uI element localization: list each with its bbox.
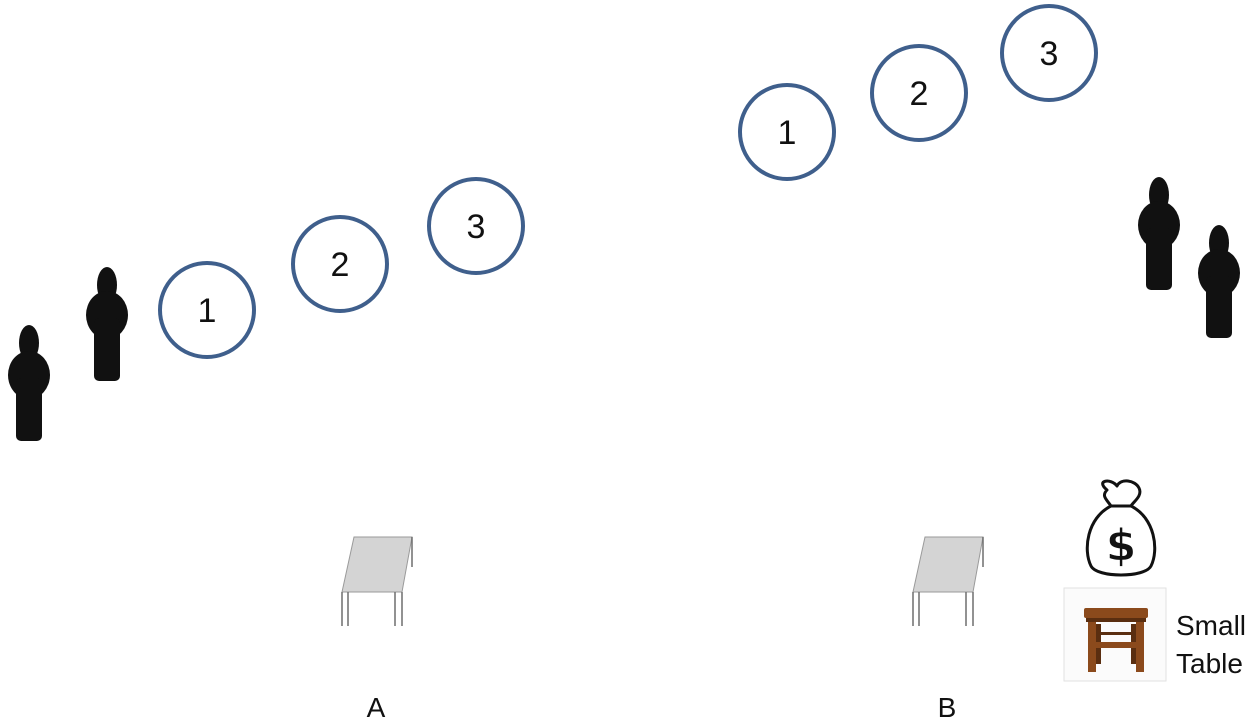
money-bag-icon: $ bbox=[1085, 479, 1157, 577]
spot-circle-1: 1 bbox=[738, 83, 836, 181]
scene-b: 1 2 3 bbox=[738, 4, 1246, 723]
spot-number: 2 bbox=[910, 75, 929, 113]
stool-icon bbox=[1063, 587, 1167, 682]
scene-label-a: A bbox=[367, 692, 386, 723]
spot-circle-1: 1 bbox=[158, 261, 256, 359]
person-silhouette-icon bbox=[1198, 225, 1240, 338]
spot-number: 2 bbox=[331, 246, 350, 284]
small-table-label-line1: Small bbox=[1176, 610, 1246, 641]
person-silhouette-icon bbox=[8, 325, 50, 441]
spot-circle-3: 3 bbox=[427, 177, 525, 275]
spot-circle-2: 2 bbox=[870, 44, 968, 142]
person-silhouette-icon bbox=[86, 267, 128, 381]
small-table-label-line2: Table bbox=[1176, 648, 1243, 679]
table-icon bbox=[341, 536, 413, 626]
spot-number: 3 bbox=[467, 208, 486, 246]
spot-circle-2: 2 bbox=[291, 215, 389, 313]
spot-circle-3: 3 bbox=[1000, 4, 1098, 102]
table-icon bbox=[912, 536, 984, 626]
scene-label-b: B bbox=[938, 692, 957, 723]
spot-number: 3 bbox=[1040, 35, 1059, 73]
money-symbol: $ bbox=[1106, 520, 1137, 571]
person-silhouette-icon bbox=[1138, 177, 1180, 290]
spot-number: 1 bbox=[778, 114, 797, 152]
scene-a: 1 2 3 A bbox=[8, 177, 525, 723]
spot-number: 1 bbox=[198, 292, 217, 330]
